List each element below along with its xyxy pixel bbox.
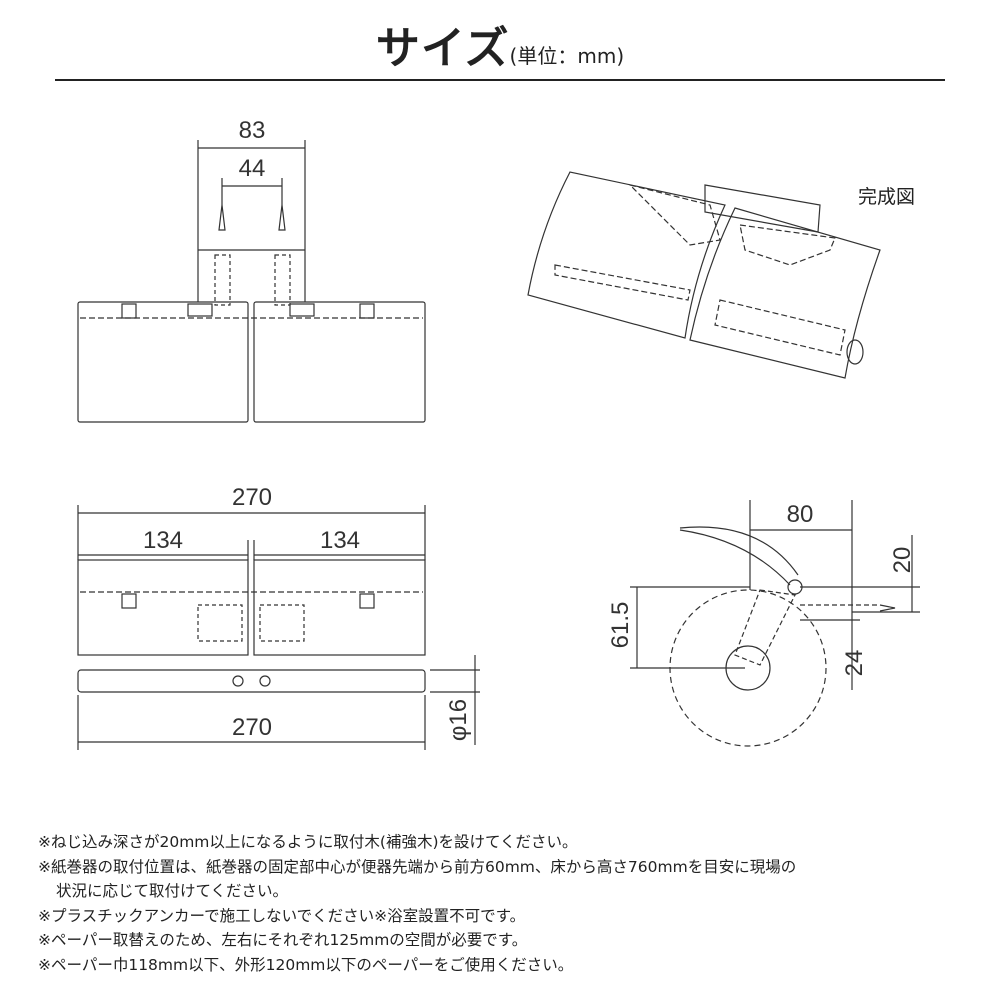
- dim-side-screw: 20: [889, 547, 916, 574]
- note: ※ペーパー取替えのため、左右にそれぞれ125mmの空間が必要です。: [38, 931, 528, 949]
- front-view-bottom: [77, 505, 480, 750]
- note: ※ねじ込み深さが20mm以上になるように取付木(補強木)を設けてください。: [38, 833, 578, 851]
- title-divider: [55, 79, 945, 81]
- dim-side-height: 61.5: [607, 602, 634, 649]
- perspective-caption: 完成図: [858, 186, 916, 208]
- dim-total-width: 270: [232, 484, 272, 511]
- notes: ※ねじ込み深さが20mm以上になるように取付木(補強木)を設けてください。 ※紙…: [38, 830, 796, 977]
- dim-half-right: 134: [320, 527, 360, 554]
- dim-side-depth: 80: [787, 501, 814, 528]
- dim-side-offset: 24: [841, 650, 868, 677]
- front-view-top: [77, 140, 426, 423]
- dim-half-left: 134: [143, 527, 183, 554]
- side-view: [630, 500, 920, 747]
- title-unit: (単位：mm): [509, 44, 625, 68]
- note: ※プラスチックアンカーで施工しないでください※浴室設置不可です。: [38, 906, 526, 925]
- note: ※紙巻器の取付位置は、紙巻器の固定部中心が便器先端から前方60mm、床から高さ7…: [38, 857, 797, 876]
- page-title: サイズ(単位：mm): [0, 12, 1000, 76]
- perspective-view: [527, 171, 881, 379]
- dim-top-inner: 44: [239, 155, 266, 182]
- dim-bar-diameter: φ16: [445, 699, 472, 741]
- title-main: サイズ: [375, 23, 510, 74]
- note: 状況に応じて取付けてください。: [56, 882, 289, 900]
- note: ※ペーパー巾118mm以下、外形120mm以下のペーパーをご使用ください。: [38, 955, 574, 974]
- dim-top-outer: 83: [239, 117, 266, 144]
- dim-bar-width: 270: [232, 714, 272, 741]
